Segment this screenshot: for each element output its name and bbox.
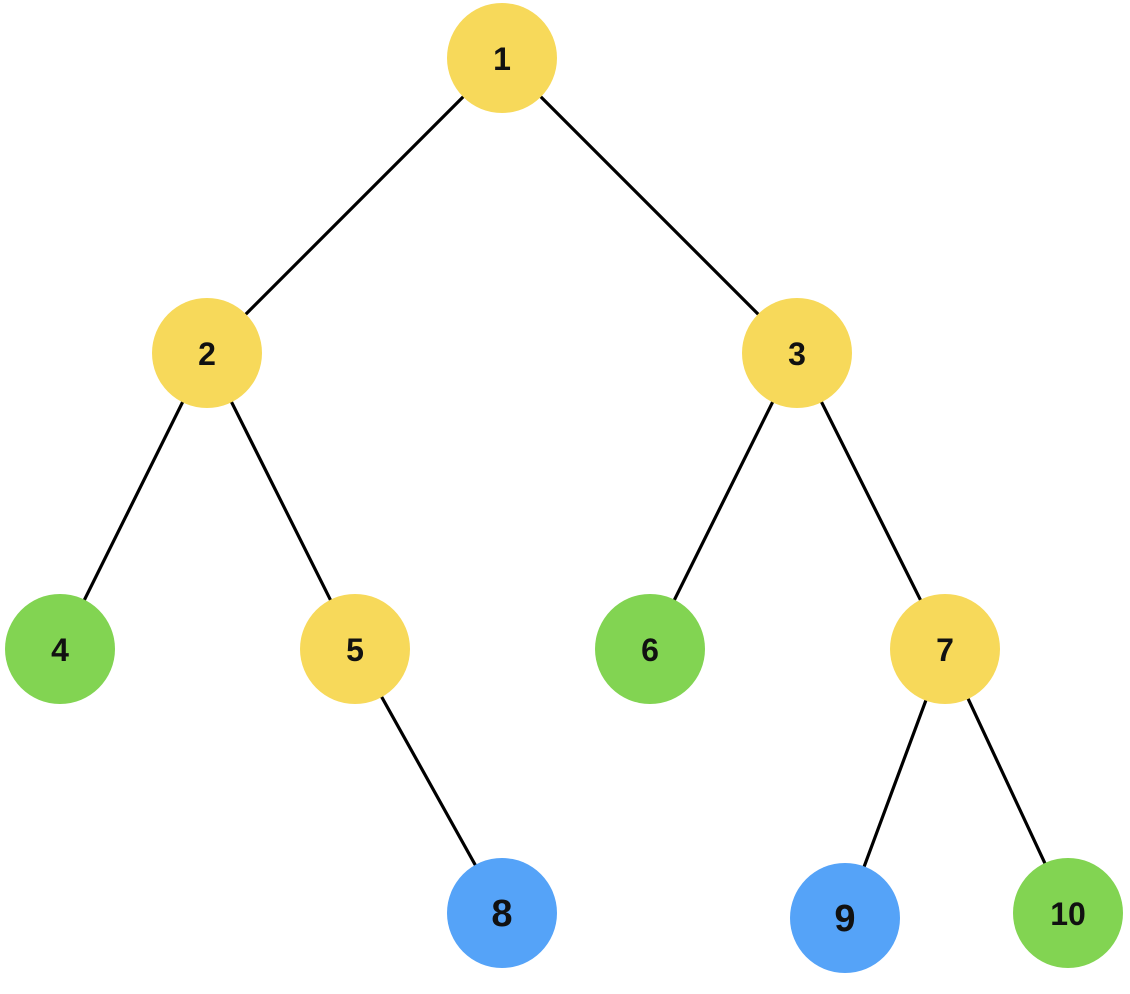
node-label: 9 xyxy=(834,898,855,940)
node-label: 2 xyxy=(198,336,216,372)
node-circle xyxy=(300,594,410,704)
node-label: 4 xyxy=(51,632,69,668)
edge-n2-n4 xyxy=(82,400,185,602)
edge-n2-n5 xyxy=(230,400,332,602)
tree-edges xyxy=(82,95,1047,869)
tree-node-5: 5 xyxy=(300,594,410,704)
edge-n7-n10 xyxy=(966,697,1047,865)
node-label: 3 xyxy=(788,336,806,372)
tree-nodes: 1 2 3 4 5 6 7 8 9 10 xyxy=(5,3,1123,973)
edge-n7-n9 xyxy=(862,698,928,869)
tree-node-8: 8 xyxy=(447,858,557,968)
node-circle xyxy=(595,594,705,704)
node-label: 7 xyxy=(936,632,954,668)
node-circle xyxy=(1013,858,1123,968)
node-label: 10 xyxy=(1050,896,1086,932)
node-circle xyxy=(790,863,900,973)
tree-node-4: 4 xyxy=(5,594,115,704)
node-label: 5 xyxy=(346,632,364,668)
tree-node-6: 6 xyxy=(595,594,705,704)
tree-node-10: 10 xyxy=(1013,858,1123,968)
edge-n1-n2 xyxy=(244,95,465,316)
node-circle xyxy=(5,594,115,704)
edge-n3-n7 xyxy=(819,400,923,602)
tree-node-3: 3 xyxy=(742,298,852,408)
tree-node-9: 9 xyxy=(790,863,900,973)
tree-node-2: 2 xyxy=(152,298,262,408)
node-circle xyxy=(447,3,557,113)
node-circle xyxy=(742,298,852,408)
edge-n5-n8 xyxy=(380,695,477,867)
node-circle xyxy=(890,594,1000,704)
node-label: 8 xyxy=(491,893,512,935)
node-circle xyxy=(447,858,557,968)
tree-node-7: 7 xyxy=(890,594,1000,704)
node-label: 6 xyxy=(641,632,659,668)
edge-n1-n3 xyxy=(539,95,760,316)
node-label: 1 xyxy=(493,41,511,77)
edge-n3-n6 xyxy=(672,400,775,602)
tree-node-1: 1 xyxy=(447,3,557,113)
node-circle xyxy=(152,298,262,408)
